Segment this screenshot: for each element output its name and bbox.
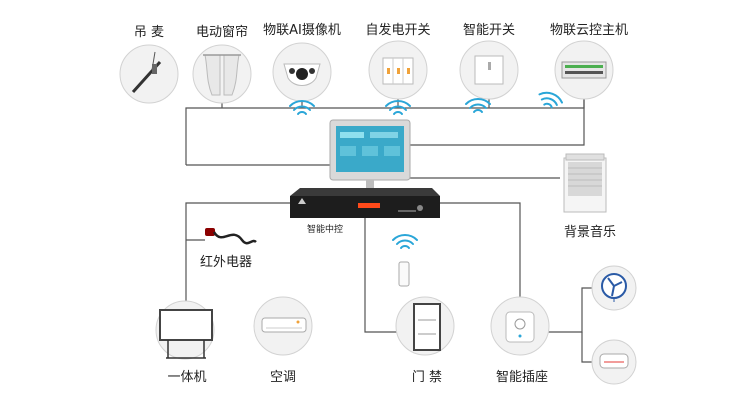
label-ir-appliance: 红外电器: [200, 254, 252, 270]
wifi-icon: [465, 98, 491, 113]
label-controller: 智能中控: [307, 223, 343, 235]
label-cloud-host: 物联云控主机: [550, 23, 628, 38]
wifi-icon: [385, 100, 411, 115]
boom-mic-icon: [131, 51, 162, 94]
label-all-in-one: 一体机: [167, 370, 206, 385]
touch-screen-icon: [329, 119, 411, 188]
wifi-icons: [289, 91, 564, 249]
line-door: [364, 215, 405, 333]
camera-icon: [283, 63, 321, 86]
smart-socket-icon: [505, 311, 535, 343]
curtain-icon: [203, 54, 241, 96]
water-heater-icon: [599, 353, 629, 369]
label-boom-mic: 吊 麦: [134, 25, 164, 40]
label-smart-socket: 智能插座: [496, 370, 548, 385]
air-conditioner-icon: [261, 317, 307, 333]
line-left-bus: [185, 202, 290, 330]
speaker-icon: [563, 153, 607, 213]
line-socket: [435, 202, 521, 300]
wifi-icon: [392, 234, 418, 249]
wifi-icon: [289, 100, 315, 115]
labels: 吊 麦 电动窗帘 物联AI摄像机 自发电开关 智能开关 物联云控主机 背景音乐 …: [134, 22, 628, 385]
controller-icon: [290, 188, 440, 218]
label-access-control: 门 禁: [412, 370, 442, 385]
line-socket-right: [548, 287, 598, 333]
wifi-icon: [538, 91, 564, 109]
label-curtain: 电动窗帘: [196, 24, 248, 40]
door-access-icon: [398, 261, 441, 351]
all-in-one-icon: [159, 309, 213, 359]
label-smart-switch: 智能开关: [463, 23, 515, 38]
label-background-music: 背景音乐: [564, 224, 616, 240]
label-air-conditioner: 空调: [270, 370, 296, 385]
self-power-switch-icon: [382, 57, 414, 85]
cloud-host-icon: [561, 61, 607, 79]
fan-icon: [601, 273, 627, 302]
smart-switch-icon: [474, 55, 504, 85]
label-self-power-switch: 自发电开关: [365, 22, 430, 38]
line-right-upper: [410, 95, 585, 146]
label-ai-camera: 物联AI摄像机: [263, 23, 341, 38]
ir-appliance-icon: [205, 228, 257, 245]
